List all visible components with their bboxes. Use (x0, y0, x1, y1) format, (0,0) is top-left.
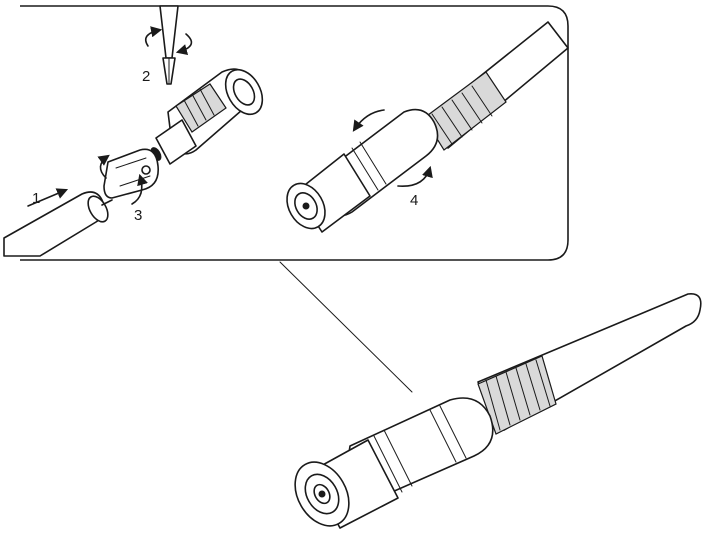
assembled-cable (477, 293, 702, 435)
screwdriver (159, 5, 179, 85)
step-1-label: 1 (32, 190, 40, 207)
bnc-connector-exploded (150, 68, 264, 165)
rotate-arrow-2 (144, 26, 193, 56)
callout-leader-line (279, 261, 413, 393)
assembled-bnc-connector (294, 397, 494, 529)
cable-with-pin (3, 191, 113, 257)
panel-cable (423, 21, 569, 151)
step-2-label: 2 (142, 68, 150, 85)
step-1-arrow (27, 188, 69, 207)
panel-bnc-connector (286, 108, 439, 233)
step-3-label: 3 (134, 207, 142, 224)
step-4-label: 4 (410, 192, 418, 209)
detail-panel (20, 5, 569, 261)
rotate-arrow-3 (97, 154, 148, 205)
rotate-arrow-4 (352, 109, 433, 187)
